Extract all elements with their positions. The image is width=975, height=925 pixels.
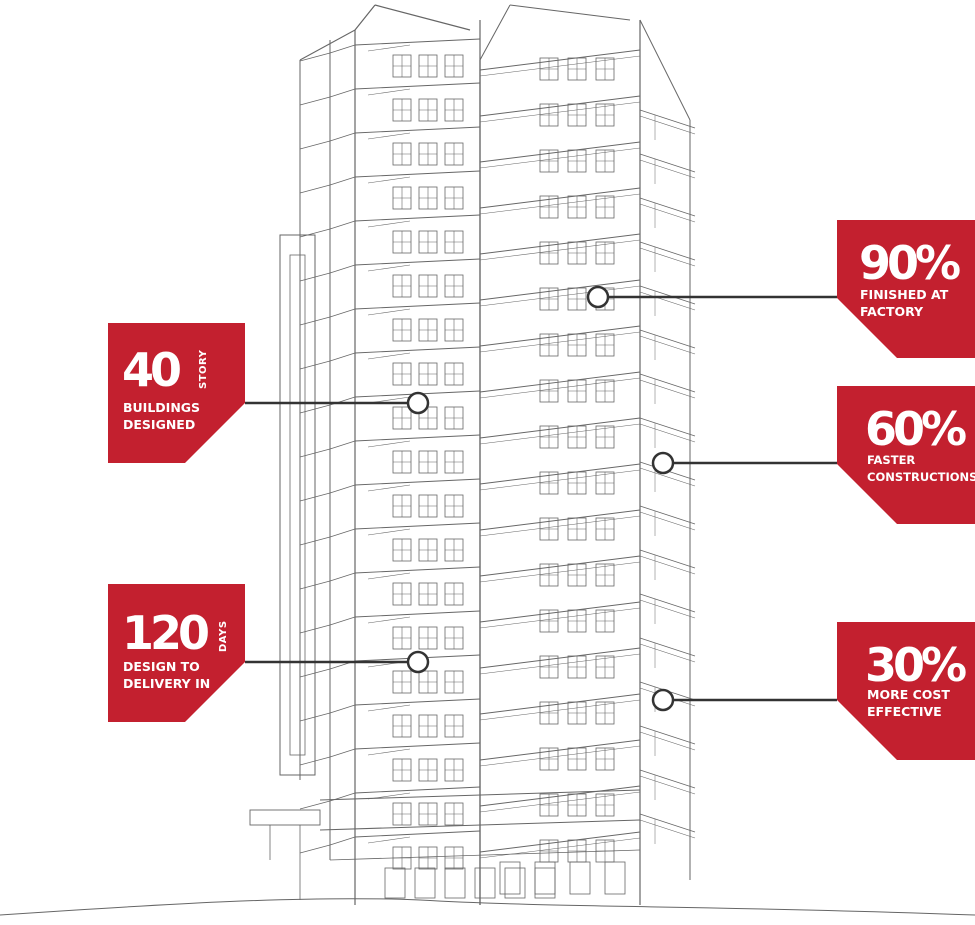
stat-caption: FINISHED AT FACTORY [860, 287, 949, 319]
badge-background [837, 622, 975, 760]
connector-factory-marker [586, 285, 610, 309]
stat-number: 120 [122, 606, 210, 660]
badge-background [837, 220, 975, 358]
stat-number: 40 [122, 343, 182, 397]
stat-badge-story: 40 STORY BUILDINGS DESIGNED [108, 323, 245, 463]
stat-caption: MORE COST EFFECTIVE [867, 687, 950, 719]
stat-unit-vertical: DAYS [218, 620, 229, 652]
badge-background [837, 386, 975, 524]
stat-caption: BUILDINGS DESIGNED [123, 400, 201, 432]
badge-background [108, 584, 245, 722]
stat-badge-faster: 60% FASTER CONSTRUCTIONS [837, 386, 975, 524]
stat-caption: FASTER CONSTRUCTIONS [867, 453, 975, 484]
stat-number: 60% [865, 402, 967, 456]
stat-unit-vertical: STORY [198, 349, 209, 389]
connector-days-marker [406, 650, 430, 674]
stat-caption: DESIGN TO DELIVERY IN [123, 659, 211, 691]
stat-number: 30% [865, 638, 967, 692]
badge-background [108, 323, 245, 463]
stat-badge-factory: 90% FINISHED AT FACTORY [837, 220, 975, 358]
connector-cost-marker [651, 688, 675, 712]
connector-story-marker [406, 391, 430, 415]
stat-badge-days: 120 DAYS DESIGN TO DELIVERY IN [108, 584, 245, 722]
stat-badge-cost: 30% MORE COST EFFECTIVE [837, 622, 975, 760]
stat-number: 90% [859, 236, 961, 290]
connector-faster-marker [651, 451, 675, 475]
